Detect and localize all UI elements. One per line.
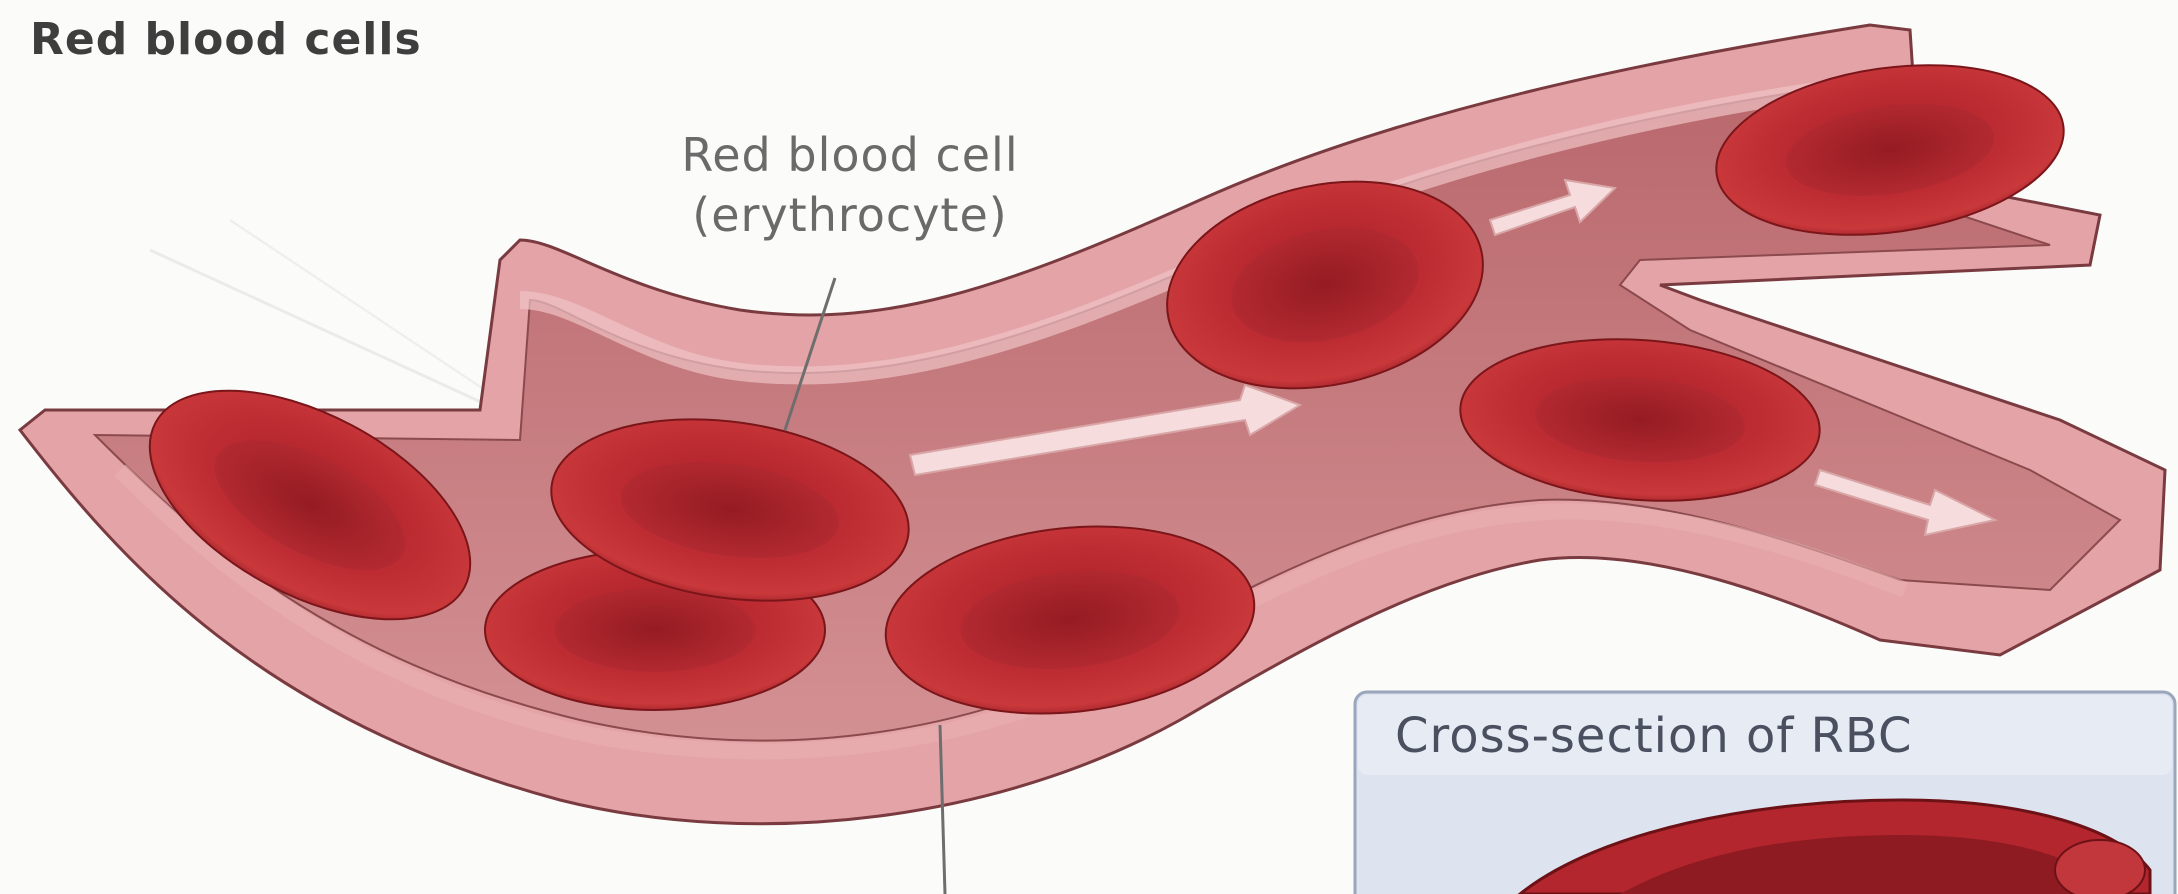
rbc-label-line1: Red blood cell <box>620 128 1080 182</box>
inset-title: Cross-section of RBC <box>1395 708 1913 764</box>
page-title: Red blood cells <box>30 14 422 65</box>
rbc-label-line2: (erythrocyte) <box>620 188 1080 242</box>
